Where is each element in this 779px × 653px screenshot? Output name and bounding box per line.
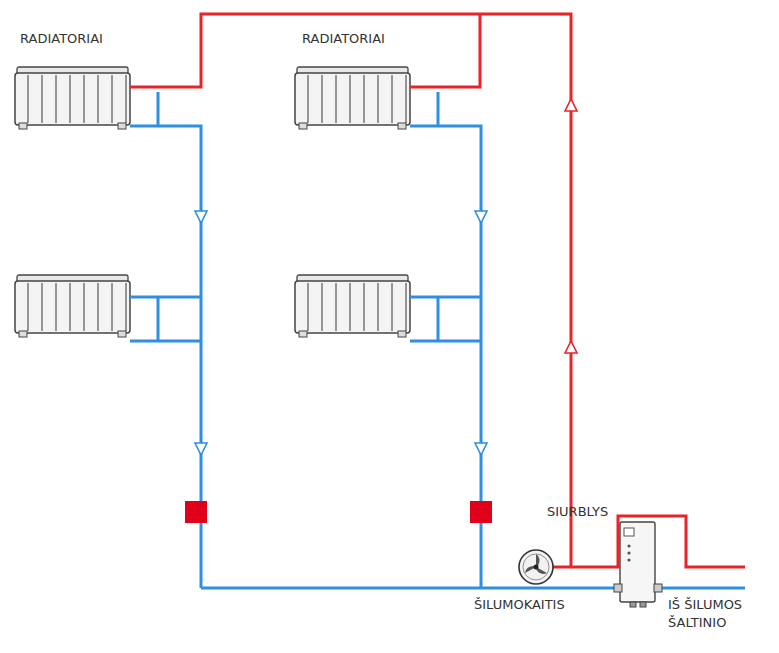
- flow-arrow: [195, 99, 577, 455]
- part-label: RADIATORIAI: [20, 30, 103, 48]
- part-label: RADIATORIAI: [302, 30, 385, 48]
- radiator: [15, 67, 130, 129]
- supply-pipe: [130, 14, 745, 567]
- part-label: ŠILUMOKAITIS: [474, 596, 565, 614]
- valve: [185, 501, 207, 523]
- radiator: [295, 275, 410, 337]
- return-pipe: [130, 92, 745, 588]
- valve: [470, 501, 492, 523]
- radiator: [295, 67, 410, 129]
- heat-exchanger: [614, 522, 662, 607]
- part-label: SIURBLYS: [547, 503, 608, 521]
- pump-symbol: [519, 550, 553, 584]
- radiator: [15, 275, 130, 337]
- part-label: IŠ ŠILUMOS ŠALTINIO: [668, 596, 764, 631]
